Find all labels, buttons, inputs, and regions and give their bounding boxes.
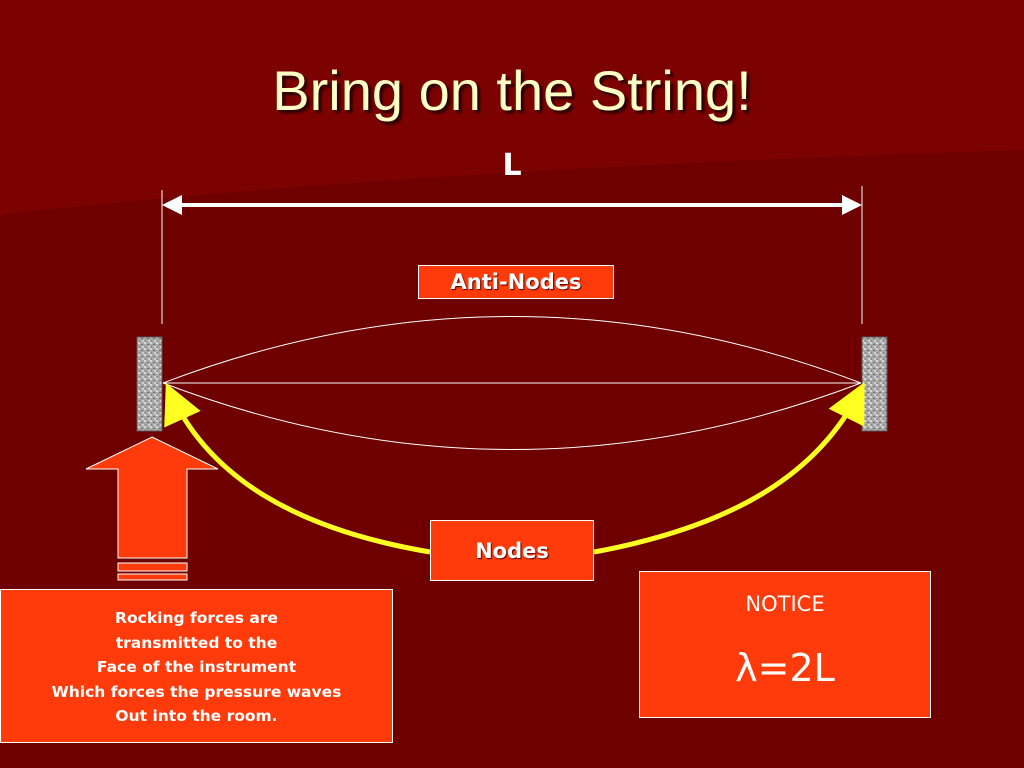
force-arrow-stripe-2 — [117, 573, 188, 581]
nodes-label-box: Nodes — [430, 520, 594, 581]
string-upper-curve — [162, 316, 862, 384]
right-bridge-block-icon — [861, 336, 888, 432]
force-arrow-stripe-1 — [117, 562, 188, 572]
background-sheen — [0, 0, 1024, 215]
info-line: Which forces the pressure waves — [51, 682, 342, 701]
info-line: Rocking forces are — [115, 609, 278, 627]
antinodes-label-box: Anti-Nodes — [418, 265, 614, 299]
length-label: L — [502, 148, 522, 183]
info-line: transmitted to the — [115, 633, 278, 652]
notice-label: NOTICE — [745, 592, 825, 616]
length-arrowhead-right — [842, 195, 862, 215]
nodes-label: Nodes — [475, 539, 549, 563]
left-bridge-block-icon — [136, 336, 163, 432]
info-line: Out into the room. — [115, 707, 278, 725]
left-node-arrow — [164, 382, 431, 555]
info-box: Rocking forces are transmitted to the Fa… — [0, 589, 393, 743]
force-up-arrow-icon — [85, 436, 219, 559]
notice-box: NOTICE λ=2L — [639, 571, 931, 718]
length-arrowhead-left — [162, 195, 182, 215]
wavelength-formula: λ=2L — [735, 646, 835, 690]
info-line: Face of the instrument — [96, 658, 297, 676]
antinodes-label: Anti-Nodes — [450, 270, 582, 294]
slide-title: Bring on the String! — [272, 59, 752, 122]
string-lower-curve — [162, 382, 862, 450]
right-node-arrow — [593, 382, 865, 555]
